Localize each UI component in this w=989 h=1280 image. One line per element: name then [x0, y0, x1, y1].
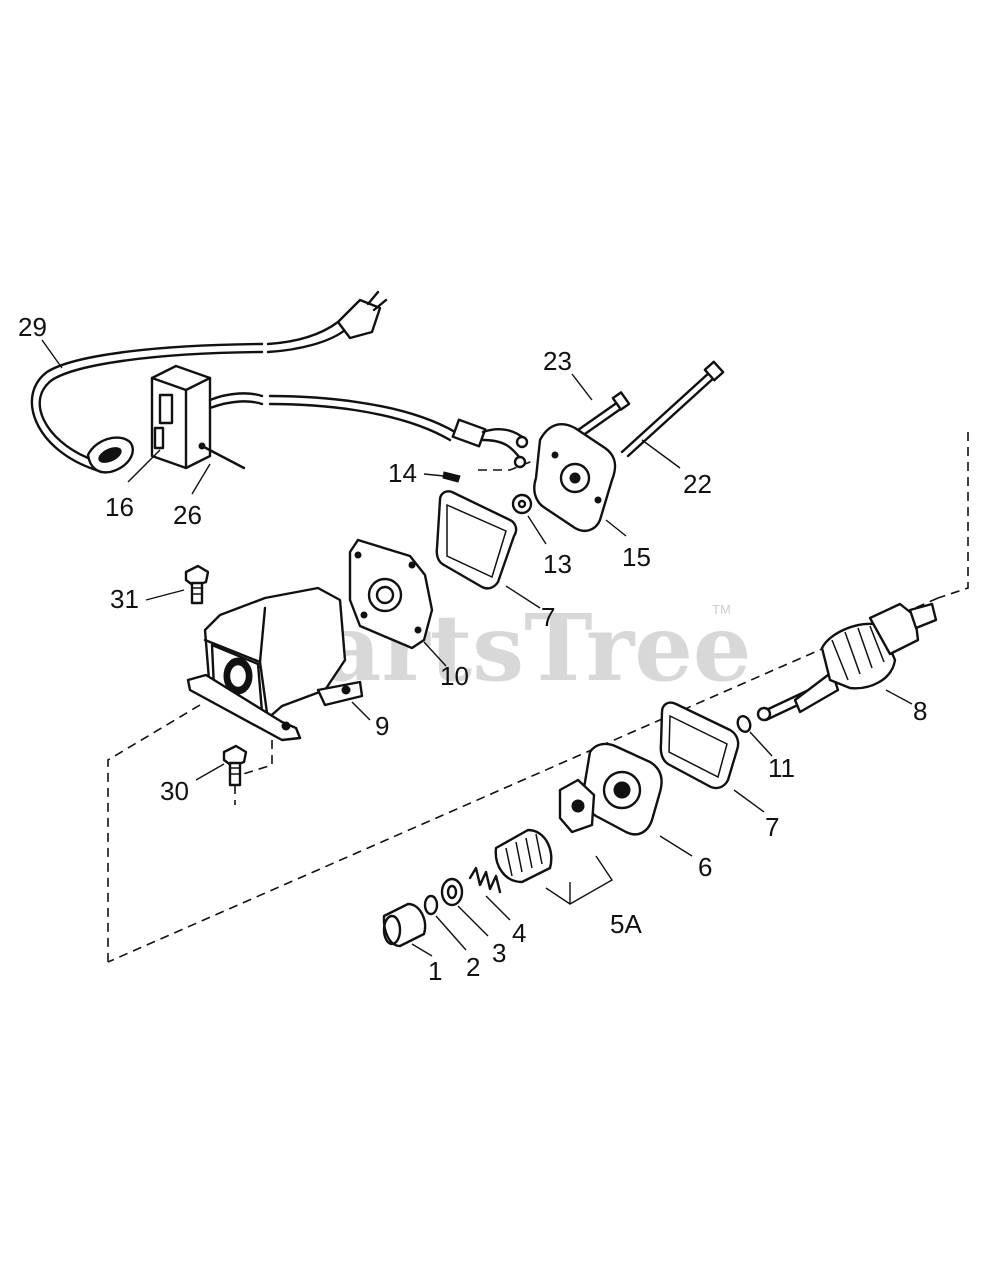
nut-part-13[interactable]	[511, 493, 533, 515]
callout-7-top: 7	[541, 602, 555, 632]
callout-4: 4	[512, 918, 526, 948]
gasket-part-7-top[interactable]	[435, 490, 518, 590]
screw-part-14[interactable]	[442, 471, 461, 483]
switch-box-part-16[interactable]	[150, 364, 457, 470]
watermark-trademark: TM	[712, 602, 731, 617]
callout-22: 22	[683, 469, 712, 499]
callout-16: 16	[105, 492, 134, 522]
callout-3: 3	[492, 938, 506, 968]
callout-5A: 5A	[610, 909, 642, 939]
through-bolt-part-22[interactable]	[620, 360, 725, 458]
cap-part-1[interactable]	[382, 902, 427, 948]
wire-harness	[451, 418, 529, 469]
washer-part-11[interactable]	[736, 714, 753, 733]
callout-7-bottom: 7	[765, 812, 779, 842]
callout-31: 31	[110, 584, 139, 614]
leader-lines	[41, 339, 913, 957]
assembly-dashed-lines	[107, 432, 969, 963]
pinion-drive-part-5A[interactable]	[494, 778, 596, 884]
screw-part-26[interactable]	[198, 442, 246, 470]
callout-26: 26	[173, 500, 202, 530]
brush-plate-part-10[interactable]	[348, 538, 434, 650]
callout-1: 1	[428, 956, 442, 986]
power-cord-part-29[interactable]	[30, 290, 388, 474]
callout-9: 9	[375, 711, 389, 741]
retaining-ring-part-2[interactable]	[423, 894, 439, 916]
gasket-part-7-bottom[interactable]	[659, 701, 740, 790]
callout-29: 29	[18, 312, 47, 342]
callout-23: 23	[543, 346, 572, 376]
bolt-part-23[interactable]	[576, 391, 631, 438]
stop-collar-part-3[interactable]	[440, 877, 464, 907]
callout-8: 8	[913, 696, 927, 726]
callout-10: 10	[440, 661, 469, 691]
callout-6: 6	[698, 852, 712, 882]
callout-15: 15	[622, 542, 651, 572]
callout-labels: 29 16 26 23 14 22 13 15 31 7 10 9 8 11 3…	[18, 312, 927, 986]
callout-2: 2	[466, 952, 480, 982]
bolt-part-31[interactable]	[184, 564, 210, 605]
armature-part-8[interactable]	[756, 602, 938, 722]
end-plate-part-6[interactable]	[582, 742, 663, 836]
callout-11: 11	[768, 753, 795, 783]
callout-30: 30	[160, 776, 189, 806]
callout-13: 13	[543, 549, 572, 579]
spring-part-4[interactable]	[468, 866, 502, 894]
end-cap-part-15[interactable]	[533, 423, 617, 532]
callout-14: 14	[388, 458, 417, 488]
bolt-part-30[interactable]	[222, 744, 248, 805]
motor-housing-part-9[interactable]	[186, 586, 364, 742]
